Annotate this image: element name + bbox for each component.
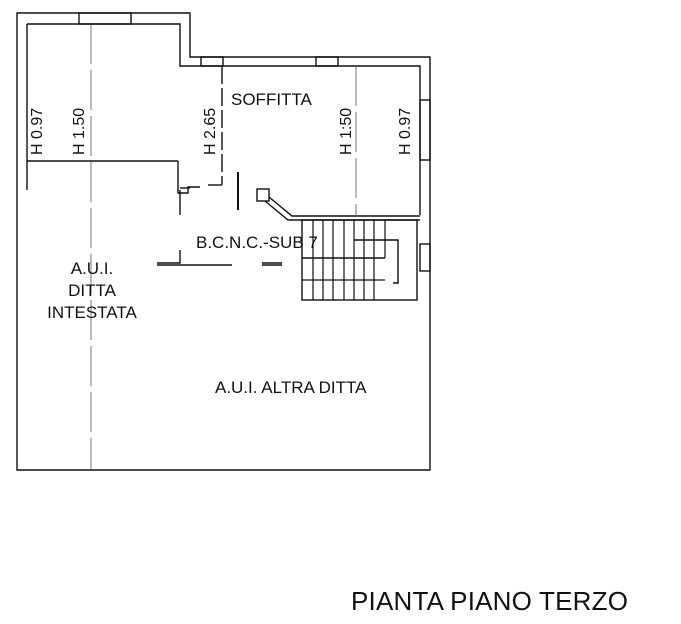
height-label-left-150: H 1.50 xyxy=(71,107,88,155)
room-label-aui-ditta-intestata: A.U.I. DITTA INTESTATA xyxy=(40,258,144,324)
window-right-lower xyxy=(419,243,431,272)
room-label-line: DITTA xyxy=(68,281,116,300)
room-label-aui-altra-ditta: A.U.I. ALTRA DITTA xyxy=(215,378,367,397)
height-label-right-150: H 1:50 xyxy=(338,107,355,155)
room-label-line: A.U.I. xyxy=(70,259,114,278)
window-top-right xyxy=(315,56,339,67)
outer-wall xyxy=(16,12,431,471)
room-label-soffitta: SOFFITTA xyxy=(231,90,312,109)
room-label-line: INTESTATA xyxy=(47,303,137,322)
stair-treads xyxy=(302,220,386,300)
window-top-mid xyxy=(200,56,224,67)
room-label-bcnc: B.C.N.C.-SUB 7 xyxy=(196,233,318,252)
height-label-left-097: H 0.97 xyxy=(29,107,46,155)
window-top-left xyxy=(78,12,132,25)
drawing-title: PIANTA PIANO TERZO xyxy=(351,586,629,616)
staircase xyxy=(301,219,418,301)
window-right-upper xyxy=(419,99,431,161)
height-label-right-097: H 0.97 xyxy=(397,107,414,155)
height-label-mid-265: H 2.65 xyxy=(202,107,219,155)
stair-handrail xyxy=(354,239,399,284)
column xyxy=(256,188,270,202)
